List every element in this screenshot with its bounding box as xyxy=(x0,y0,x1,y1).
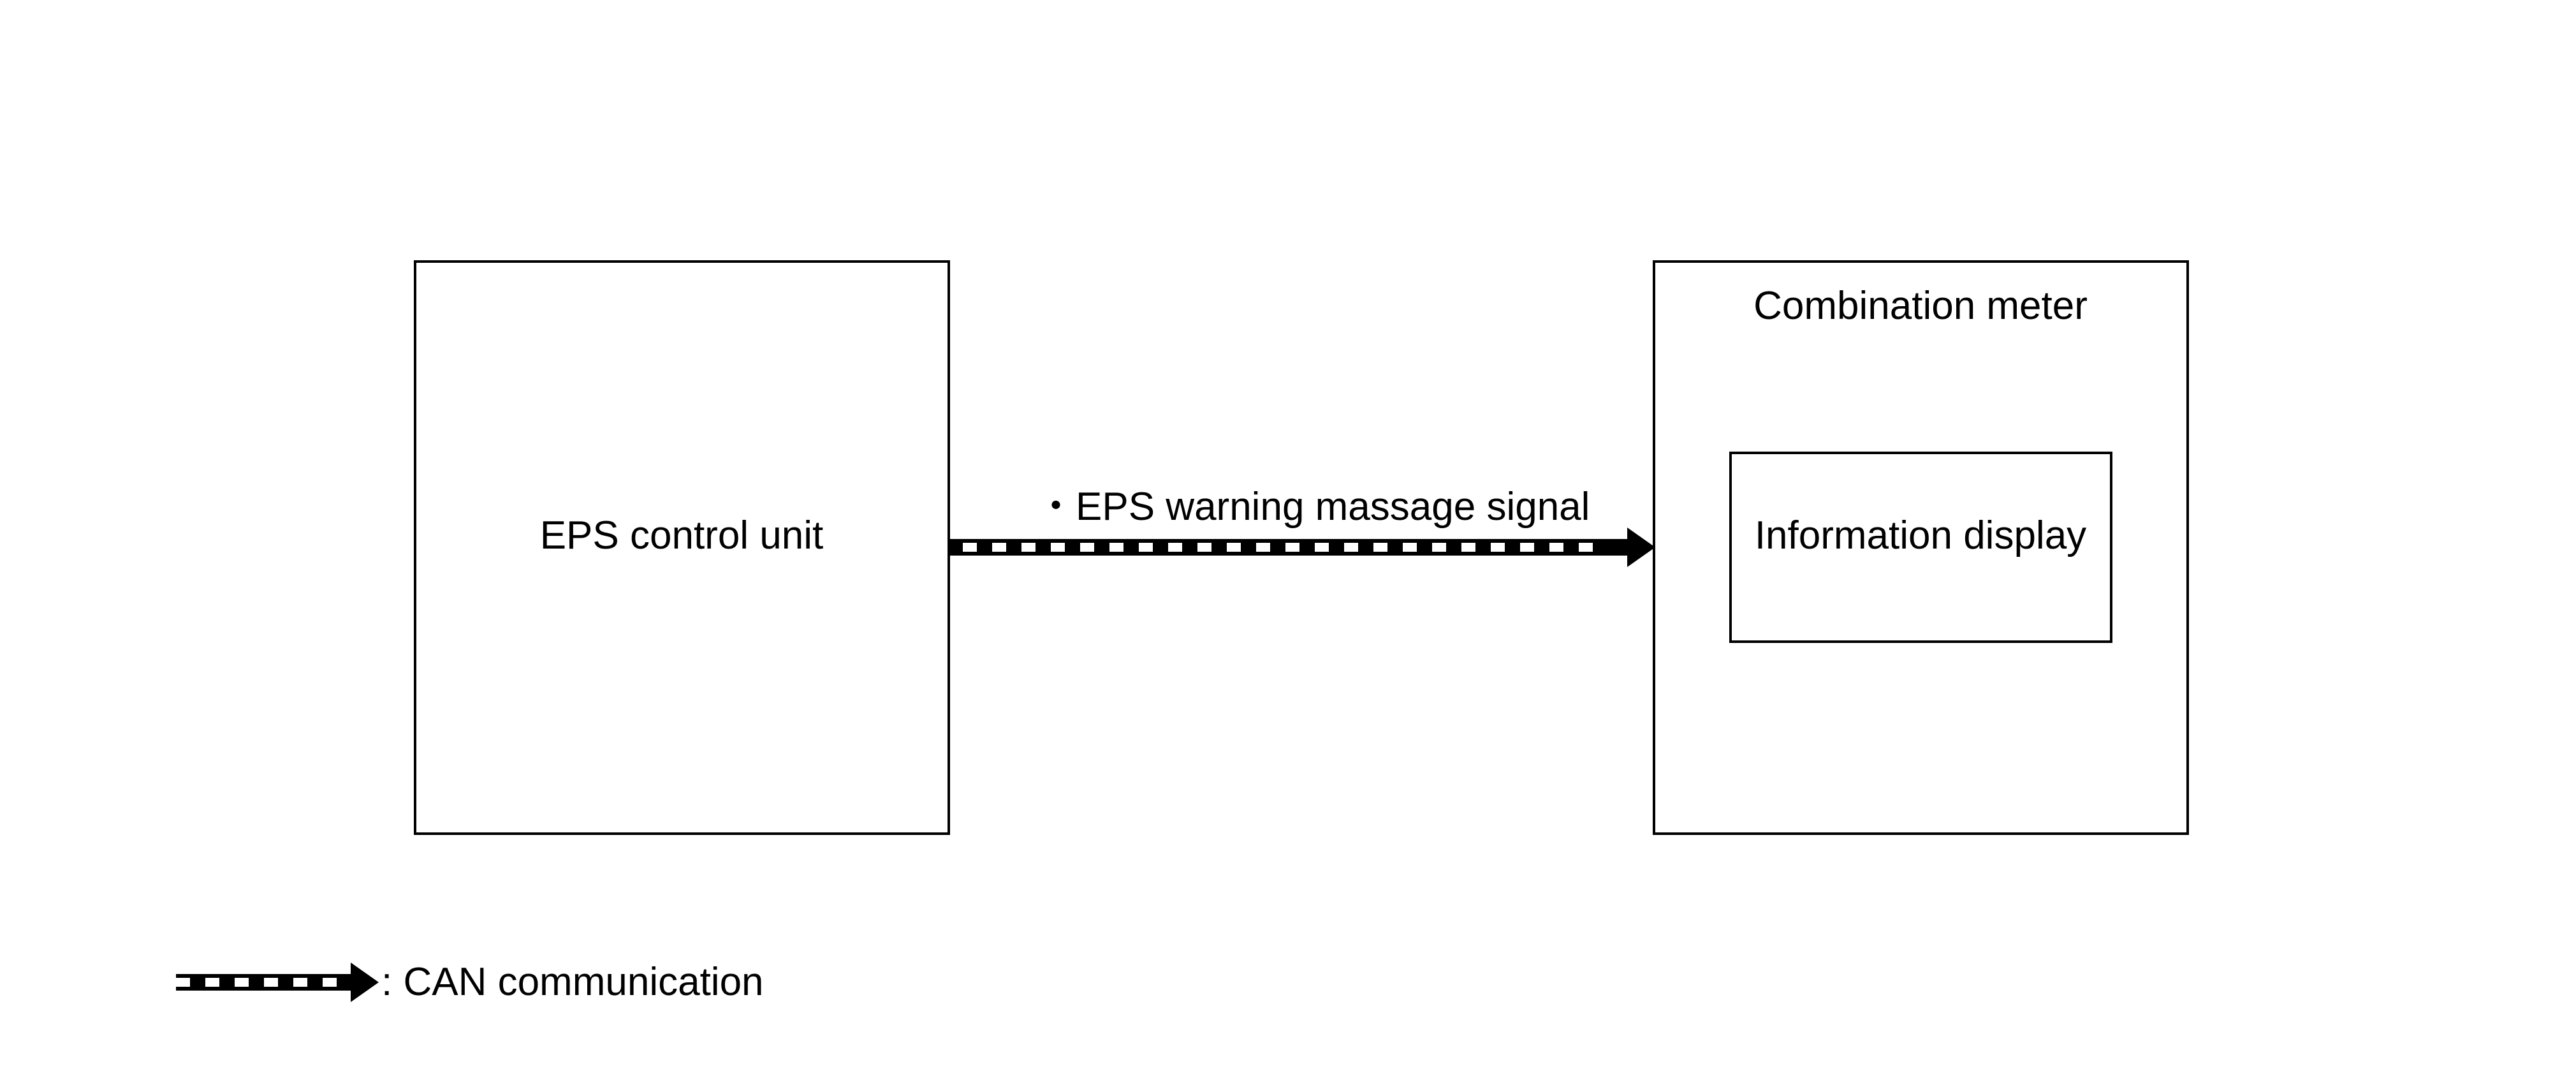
combination-meter-label: Combination meter xyxy=(1753,284,2088,328)
dash-segment xyxy=(1021,543,1036,552)
information-display-node: Information display xyxy=(1729,452,2112,643)
legend-arrow-head xyxy=(351,963,379,1002)
dash-segment xyxy=(992,543,1006,552)
dash-segment xyxy=(1168,543,1182,552)
dash-segment xyxy=(1491,543,1505,552)
dash-segment xyxy=(1461,543,1475,552)
dash-segment xyxy=(264,978,278,987)
legend-label: : CAN communication xyxy=(381,960,764,1004)
signal-label-text: EPS warning massage signal xyxy=(1076,485,1590,529)
signal-label: ・EPS warning massage signal xyxy=(1036,485,1590,529)
eps-control-unit-label: EPS control unit xyxy=(540,513,824,557)
dash-segment xyxy=(205,978,219,987)
dash-segment xyxy=(963,543,977,552)
information-display-label: Information display xyxy=(1755,513,2086,557)
dash-segment xyxy=(1373,543,1387,552)
dash-segment xyxy=(1256,543,1270,552)
dash-segment xyxy=(1051,543,1065,552)
legend: : CAN communication xyxy=(176,960,764,1004)
eps-control-unit-node: EPS control unit xyxy=(414,260,950,835)
dash-segment xyxy=(1432,543,1446,552)
legend-arrow-symbol xyxy=(176,963,379,1002)
can-dash-pattern xyxy=(963,543,1593,552)
dash-segment xyxy=(1080,543,1094,552)
dash-segment xyxy=(1227,543,1241,552)
dash-segment xyxy=(1285,543,1299,552)
can-signal-arrow xyxy=(949,528,1655,567)
dash-segment xyxy=(235,978,249,987)
dash-segment xyxy=(1197,543,1211,552)
dash-segment xyxy=(323,978,337,987)
dash-segment xyxy=(1315,543,1329,552)
arrow-head xyxy=(1627,528,1655,567)
dash-segment xyxy=(1344,543,1358,552)
dash-segment xyxy=(1549,543,1563,552)
dash-segment xyxy=(1579,543,1593,552)
dash-segment xyxy=(1109,543,1123,552)
dash-segment xyxy=(1139,543,1153,552)
signal-bullet: ・ xyxy=(1036,485,1076,529)
dash-segment xyxy=(1520,543,1534,552)
legend-dash-pattern xyxy=(205,978,337,987)
dash-segment xyxy=(1403,543,1417,552)
dash-segment xyxy=(293,978,307,987)
